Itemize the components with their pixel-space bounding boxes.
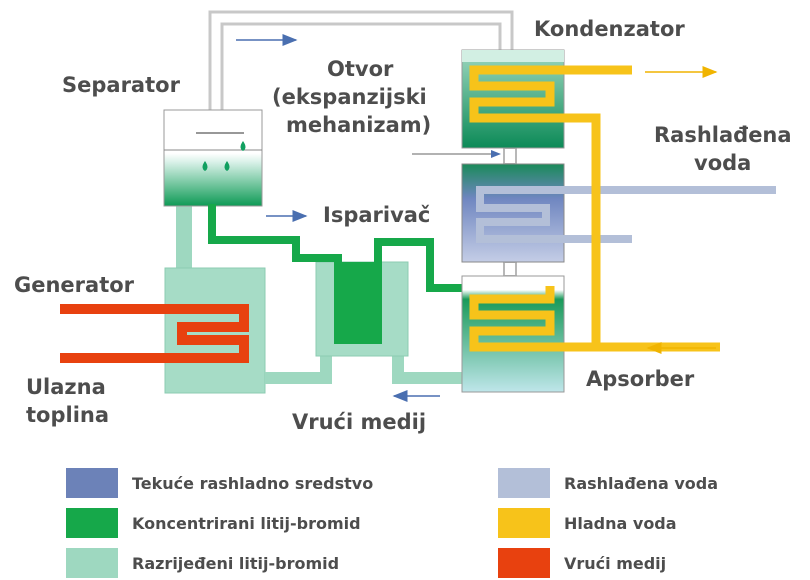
label-otvor-2: (ekspanzijski xyxy=(272,85,427,109)
label-rashladena-voda-1: Rashlađena xyxy=(654,123,792,147)
legend-item-cold-water: Hladna voda xyxy=(498,508,677,538)
label-ulazna-toplina-1: Ulazna xyxy=(26,375,106,399)
legend-swatch xyxy=(498,548,550,578)
legend-label: Rashlađena voda xyxy=(564,473,719,493)
label-separator: Separator xyxy=(62,73,180,97)
separator-box xyxy=(163,109,263,207)
droplet-icons xyxy=(202,141,246,171)
legend-item-concentrated: Koncentrirani litij-bromid xyxy=(66,508,361,538)
legend-item-hot-medium: Vrući medij xyxy=(498,548,666,578)
diluted-pipe-separator-generator xyxy=(176,204,192,270)
legend-label: Tekuće rashladno sredstvo xyxy=(132,473,374,493)
vapor-pipe xyxy=(208,10,514,110)
legend-swatch xyxy=(498,468,550,498)
legend-label: Razrijeđeni litij-bromid xyxy=(132,553,340,573)
legend-item-chilled-water: Rashlađena voda xyxy=(498,468,718,498)
diluted-pipe-bottom xyxy=(265,352,462,384)
concentrated-pipe xyxy=(208,204,464,344)
label-vruci-medij: Vrući medij xyxy=(292,410,427,434)
legend-label: Koncentrirani litij-bromid xyxy=(132,513,361,533)
label-kondenzator: Kondenzator xyxy=(534,17,685,41)
label-generator: Generator xyxy=(14,273,135,297)
legend-label: Vrući medij xyxy=(564,553,667,573)
legend-label: Hladna voda xyxy=(564,513,677,533)
legend-swatch xyxy=(498,508,550,538)
legend-item-refrigerant: Tekuće rashladno sredstvo xyxy=(66,468,373,498)
label-otvor-3: mehanizam) xyxy=(286,113,432,137)
legend-swatch xyxy=(66,468,118,498)
hot-medium-coil xyxy=(60,304,249,363)
legend-swatch xyxy=(66,548,118,578)
label-rashladena-voda-2: voda xyxy=(694,151,752,175)
label-isparivac: Isparivač xyxy=(323,203,431,227)
legend-swatch xyxy=(66,508,118,538)
label-otvor-1: Otvor xyxy=(327,57,394,81)
label-apsorber: Apsorber xyxy=(586,367,695,391)
chilled-water-coil xyxy=(476,186,776,243)
legend-item-diluted: Razrijeđeni litij-bromid xyxy=(66,548,339,578)
label-ulazna-toplina-2: toplina xyxy=(26,403,110,427)
